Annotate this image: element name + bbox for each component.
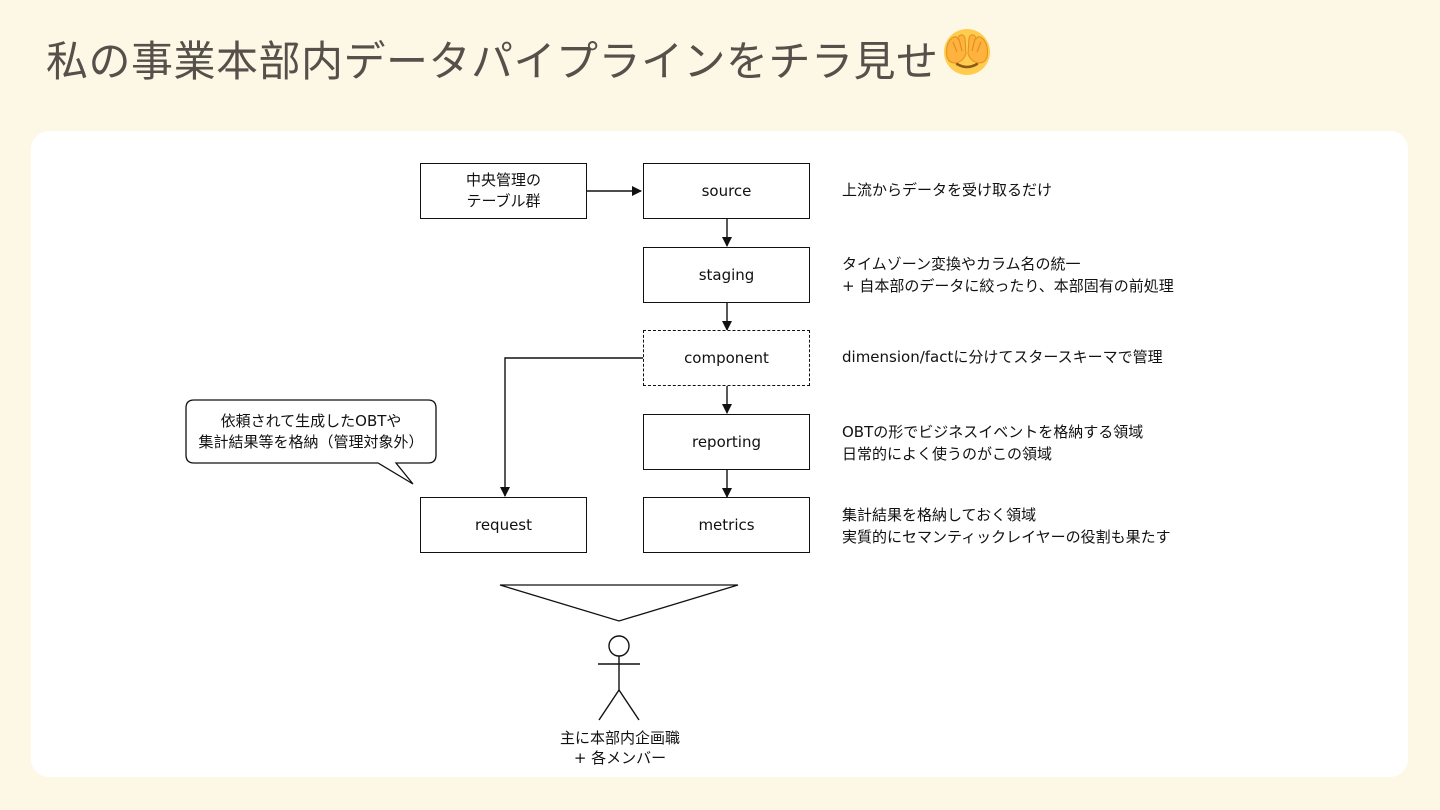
reporting-node: reporting	[643, 414, 810, 470]
reporting-description-line2: 日常的によく使うのがこの領域	[842, 445, 1053, 463]
component-description-line1: dimension/factに分けてスタースキーマで管理	[842, 348, 1163, 366]
slide-title: 私の事業本部内データパイプラインをチラ見せ	[46, 28, 993, 96]
staging-node-label: staging	[698, 265, 755, 284]
metrics-description-line1: 集計結果を格納しておく領域	[842, 506, 1037, 524]
callout-line1: 依頼されて生成したOBTや	[220, 412, 402, 430]
slide-title-text: 私の事業本部内データパイプラインをチラ見せ	[46, 37, 939, 86]
source-description-line1: 上流からデータを受け取るだけ	[842, 181, 1053, 199]
source-description: 上流からデータを受け取るだけ	[842, 179, 1052, 201]
reporting-description: OBTの形でビジネスイベントを格納する領域 日常的によく使うのがこの領域	[842, 421, 1143, 465]
actor-label: 主に本部内企画職 + 各メンバー	[520, 728, 720, 768]
actor-label-line2: + 各メンバー	[573, 749, 667, 767]
reporting-node-label: reporting	[691, 432, 761, 451]
metrics-node-label: metrics	[698, 515, 755, 534]
metrics-description: 集計結果を格納しておく領域 実質的にセマンティックレイヤーの役割も果たす	[842, 504, 1171, 548]
staging-description-line1: タイムゾーン変換やカラム名の統一	[842, 255, 1081, 273]
central-tables-line1: 中央管理の	[465, 171, 541, 189]
central-tables-line2: テーブル群	[466, 192, 541, 210]
staging-node: staging	[643, 247, 810, 303]
metrics-description-line2: 実質的にセマンティックレイヤーの役割も果たす	[842, 528, 1171, 546]
central-tables-node: 中央管理の テーブル群	[420, 163, 587, 219]
staging-description-line2: + 自本部のデータに絞ったり、本部固有の前処理	[842, 277, 1174, 295]
component-node-label: component	[684, 348, 769, 367]
component-node: component	[643, 330, 810, 386]
source-node-label: source	[701, 181, 752, 200]
metrics-node: metrics	[643, 497, 810, 553]
callout-line2: 集計結果等を格納（管理対象外）	[198, 433, 424, 451]
callout-text: 依頼されて生成したOBTや 集計結果等を格納（管理対象外）	[186, 402, 436, 462]
source-node: source	[643, 163, 810, 219]
actor-label-line1: 主に本部内企画職	[559, 729, 680, 747]
staging-description: タイムゾーン変換やカラム名の統一 + 自本部のデータに絞ったり、本部固有の前処理	[842, 253, 1174, 297]
component-description: dimension/factに分けてスタースキーマで管理	[842, 346, 1163, 368]
reporting-description-line1: OBTの形でビジネスイベントを格納する領域	[842, 423, 1144, 441]
request-node: request	[420, 497, 587, 553]
face-with-hands-over-eyes-icon	[941, 26, 993, 96]
request-node-label: request	[474, 515, 533, 534]
